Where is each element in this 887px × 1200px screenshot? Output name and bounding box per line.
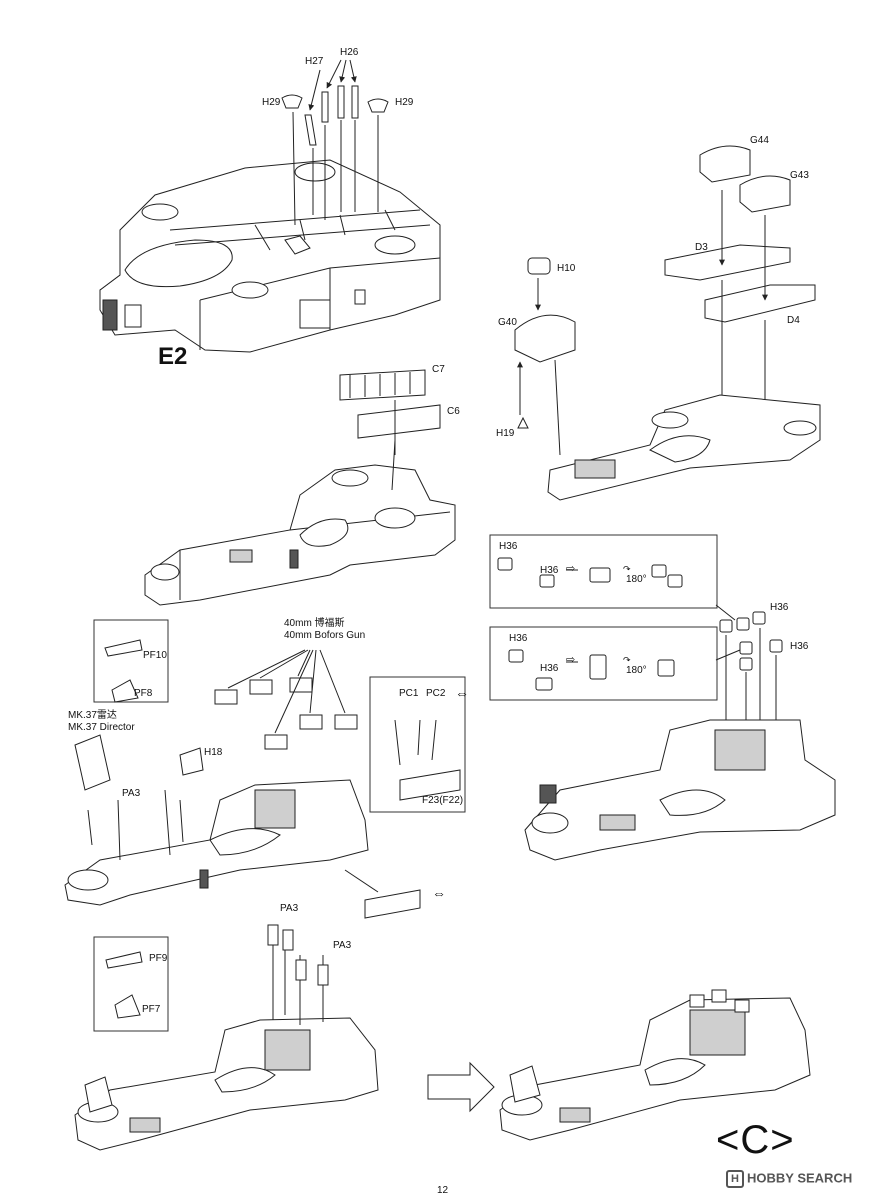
label-h36-right-b: H36 [790, 641, 809, 652]
upper-right-parts-drawing [514, 145, 821, 501]
watermark-logo-icon: H [726, 1170, 744, 1188]
label-h36-box2-a: H36 [509, 633, 528, 644]
label-pa3-left: PA3 [122, 788, 141, 799]
finished-hull-drawing [427, 989, 811, 1141]
label-c7: C7 [432, 364, 445, 375]
label-pf9: PF9 [149, 953, 168, 964]
label-pa3-bottom-b: PA3 [333, 940, 352, 951]
label-mk37-en: MK.37 Director [68, 722, 135, 733]
watermark-text: HOBBY SEARCH [747, 1170, 853, 1186]
label-h18: H18 [204, 747, 223, 758]
label-h36-box2-b: H36 [540, 663, 559, 674]
h36-detail-boxes [489, 534, 741, 701]
label-bofors-en: 40mm Bofors Gun [284, 630, 366, 641]
pa3-step-drawing [74, 924, 379, 1151]
section-marker: <C> [716, 1118, 795, 1162]
double-arrow-icon: ⇔ [432, 885, 446, 901]
label-pa3-bottom-a: PA3 [280, 903, 299, 914]
hull-step2-drawing [144, 369, 456, 606]
bofors-step-drawing [64, 619, 466, 1032]
label-h36-box1-b: H36 [540, 565, 559, 576]
double-arrow-icon: ⇔ [455, 685, 469, 701]
rotate-icon: ↷ [623, 564, 631, 574]
label-h27: H27 [305, 56, 324, 67]
hull-step-h36-drawing [524, 611, 836, 861]
label-bofors-cn: 40mm 博福斯 [284, 618, 345, 629]
label-h29-left: H29 [262, 97, 281, 108]
label-g43: G43 [790, 170, 809, 181]
label-g40: G40 [498, 317, 517, 328]
label-pc2: PC2 [426, 688, 446, 699]
label-d3: D3 [695, 242, 708, 253]
label-h10: H10 [557, 263, 576, 274]
label-h36-right-a: H36 [770, 602, 789, 613]
label-g44: G44 [750, 135, 769, 146]
label-180deg-a: 180° [626, 574, 647, 585]
label-pf8: PF8 [134, 688, 153, 699]
rotate-icon: ↷ [623, 655, 631, 665]
label-f23: F23(F22) [422, 795, 464, 806]
label-pf10: PF10 [143, 650, 167, 661]
label-pc1: PC1 [399, 688, 419, 699]
label-d4: D4 [787, 315, 800, 326]
page-number: 12 [437, 1185, 449, 1196]
label-h19: H19 [496, 428, 515, 439]
step-arrow-icon: ⇨ [566, 654, 576, 666]
mast-parts-h26-h27-h29 [281, 59, 389, 226]
superstructure-e2-drawing [99, 159, 441, 353]
label-e2: E2 [158, 343, 188, 370]
label-pf7: PF7 [142, 1004, 161, 1015]
label-180deg-b: 180° [626, 665, 647, 676]
label-mk37-cn: MK.37雷达 [68, 710, 117, 721]
label-h26: H26 [340, 47, 359, 58]
step-arrow-icon: ⇨ [566, 563, 576, 575]
label-c6: C6 [447, 406, 460, 417]
label-h36-box1-a: H36 [499, 541, 518, 552]
label-h29-right: H29 [395, 97, 414, 108]
